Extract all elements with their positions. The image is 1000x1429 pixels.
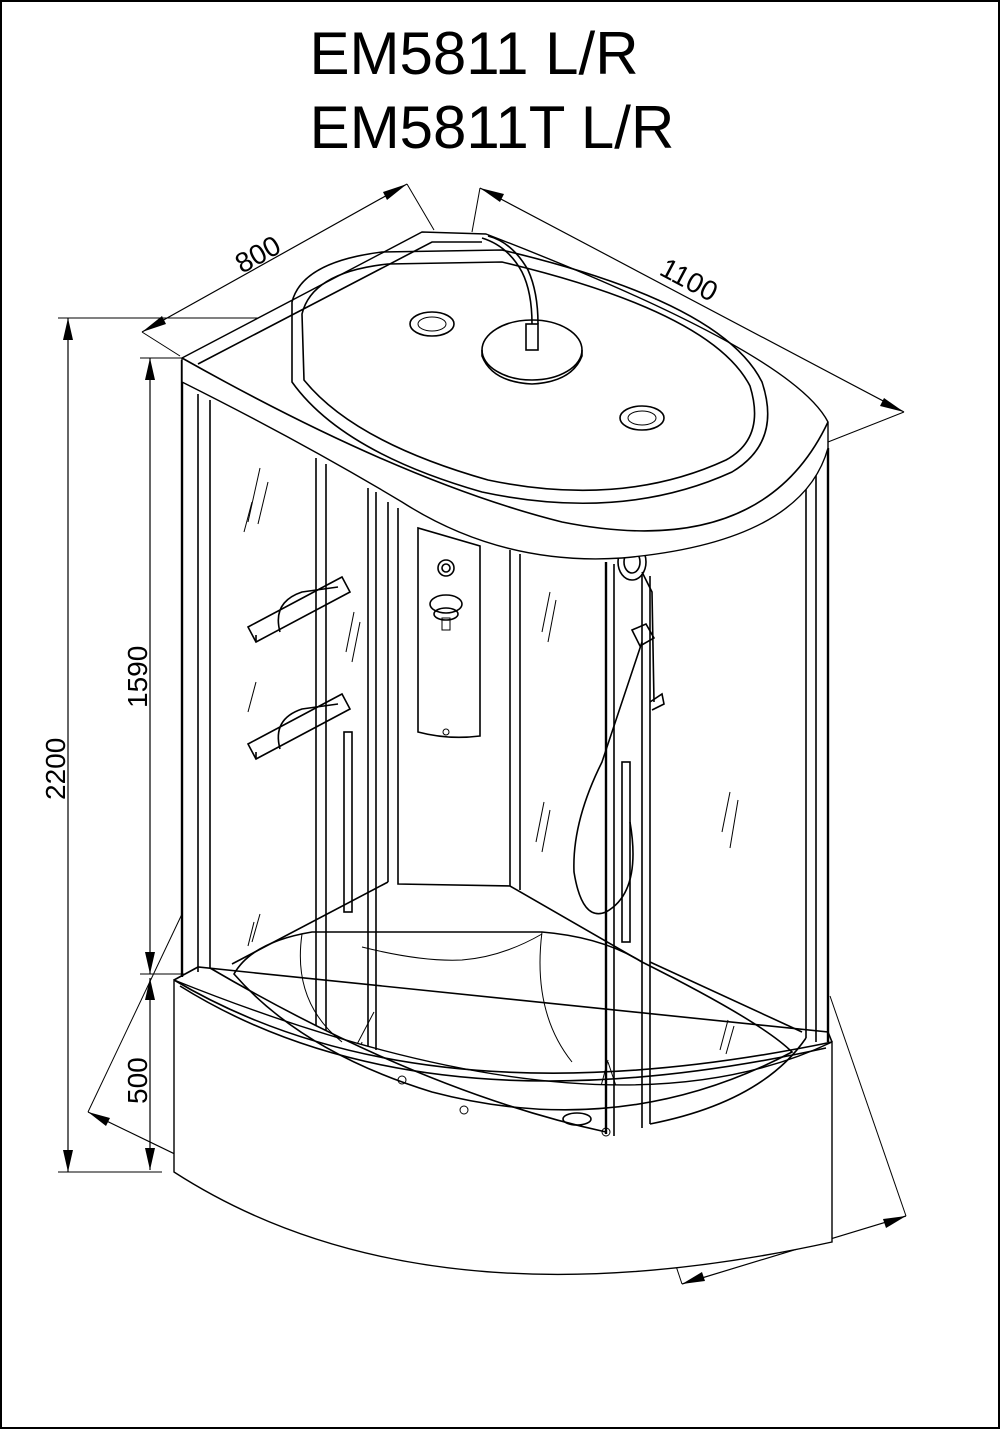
model-title-line-1: EM5811 L/R <box>309 20 639 87</box>
dim-label-800: 800 <box>230 229 286 279</box>
model-title-line-2: EM5811T L/R <box>309 94 675 161</box>
dim-label-1590: 1590 <box>122 646 153 708</box>
dim-label-500: 500 <box>122 1057 153 1104</box>
dim-label-2200: 2200 <box>40 738 71 800</box>
tray-base <box>173 931 833 1276</box>
control-panel <box>417 526 481 739</box>
dim-label-1100: 1100 <box>655 252 723 308</box>
glass-shelves <box>246 575 352 761</box>
cabin-frame <box>180 360 830 1136</box>
roof <box>181 231 829 560</box>
